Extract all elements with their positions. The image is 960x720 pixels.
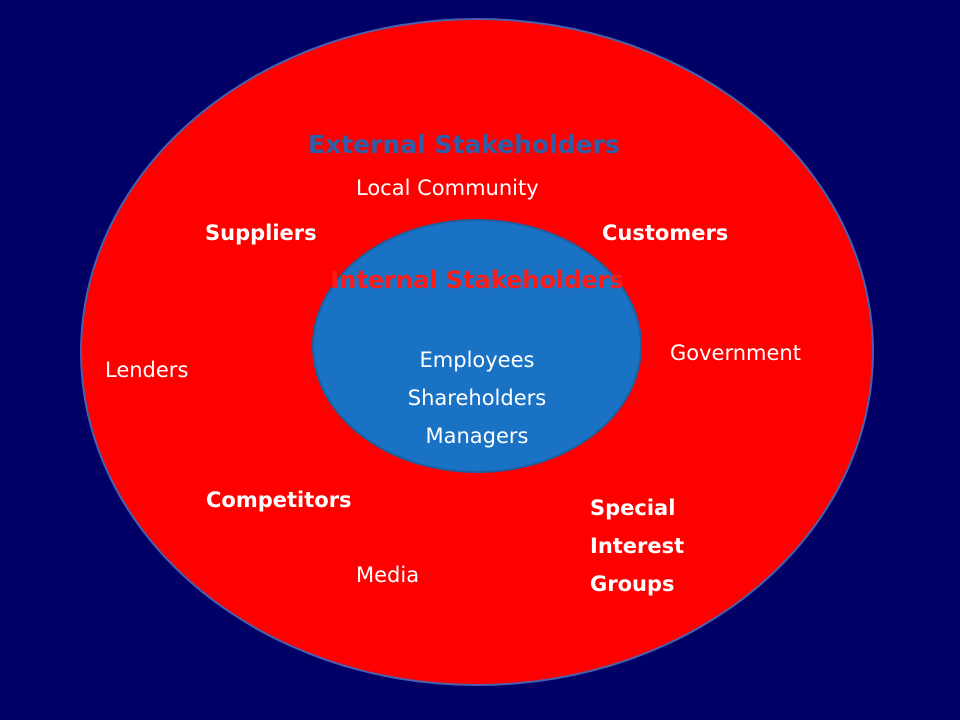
employees-label: Employees (419, 348, 535, 372)
local-community-label: Local Community (356, 176, 539, 200)
special-interest-line-1: Special (590, 496, 676, 520)
competitors-label: Competitors (206, 488, 352, 512)
lenders-label: Lenders (105, 358, 189, 382)
media-label: Media (356, 563, 420, 587)
internal-stakeholders-title: Internal Stakeholders (330, 266, 624, 294)
special-interest-line-3: Groups (590, 572, 675, 596)
government-label: Government (670, 341, 801, 365)
shareholders-label: Shareholders (407, 386, 547, 410)
special-interest-groups-label: Special Interest Groups (590, 489, 684, 603)
suppliers-label: Suppliers (205, 221, 317, 245)
managers-label: Managers (425, 424, 529, 448)
customers-label: Customers (602, 221, 729, 245)
internal-stakeholders-circle (312, 219, 642, 473)
special-interest-line-2: Interest (590, 534, 685, 558)
external-stakeholders-title: External Stakeholders (308, 130, 620, 159)
